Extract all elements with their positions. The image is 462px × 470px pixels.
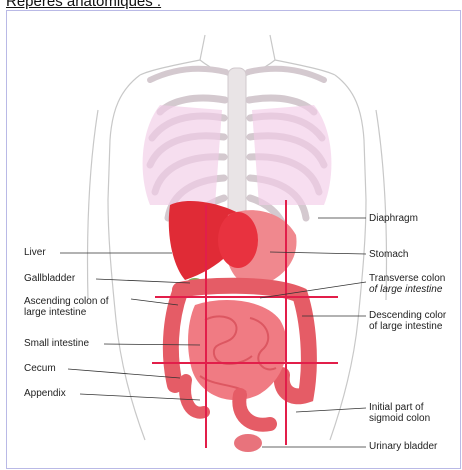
small-intestine	[188, 300, 287, 400]
sternum	[228, 68, 246, 218]
label-gallbladder: Gallbladder	[24, 273, 75, 284]
label-appendix: Appendix	[24, 388, 66, 399]
label-transverse-colon: Transverse colon of large intestine	[369, 273, 445, 295]
label-small-intestine: Small intestine	[24, 338, 89, 349]
label-descending-colon: Descending color of large intestine	[369, 310, 446, 332]
label-cecum: Cecum	[24, 363, 56, 374]
label-sigmoid-colon: Initial part of sigmoid colon	[369, 402, 430, 424]
label-stomach: Stomach	[369, 249, 408, 260]
label-liver: Liver	[24, 247, 46, 258]
label-diaphragm: Diaphragm	[369, 213, 418, 224]
label-ascending-colon: Ascending colon of large intestine	[24, 296, 109, 318]
sigmoid-colon	[239, 395, 270, 425]
heart-region	[218, 212, 258, 268]
urinary-bladder	[234, 434, 262, 452]
label-urinary-bladder: Urinary bladder	[369, 441, 437, 452]
